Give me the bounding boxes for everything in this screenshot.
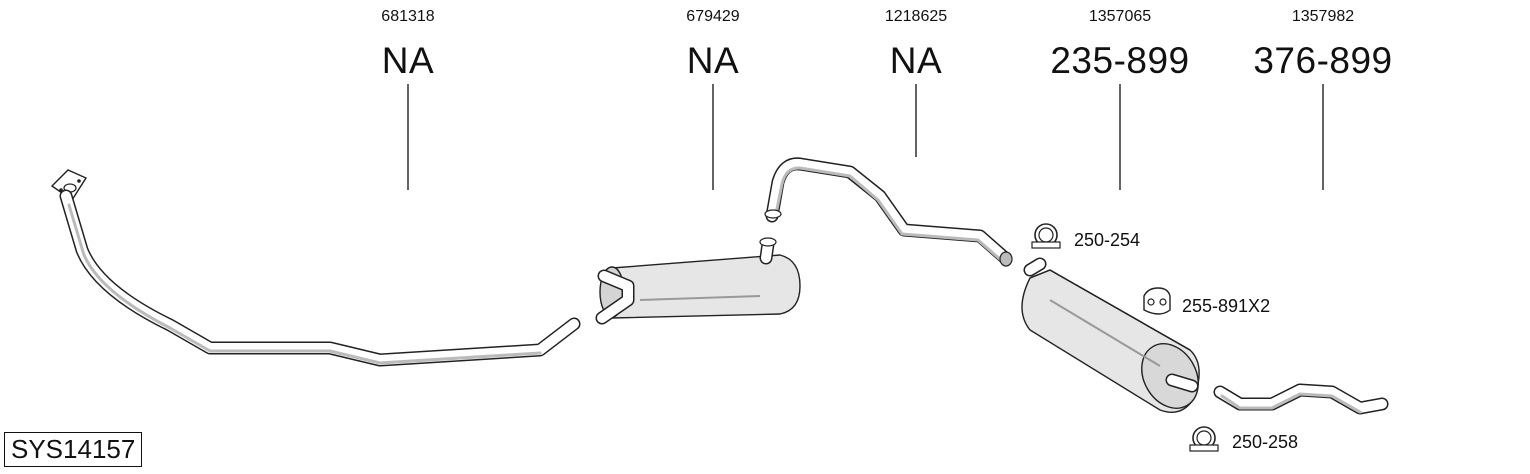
part-number-front-pipe[interactable]: NA	[381, 40, 435, 81]
accessory-label-rubber-mount[interactable]: 255-891X2	[1182, 296, 1271, 316]
rubber-mount-icon[interactable]	[1143, 287, 1171, 315]
clamp-icon[interactable]	[1031, 223, 1061, 249]
oe-number-intermediate-pipe: 1218625	[884, 8, 948, 25]
system-code: SYS14157	[4, 432, 143, 467]
tail-pipe-drawing[interactable]	[1213, 383, 1389, 415]
middle-silencer-drawing[interactable]	[595, 237, 801, 325]
accessory-label-clamp-lower[interactable]: 250-258	[1232, 432, 1299, 452]
oe-number-middle-silencer: 679429	[686, 8, 740, 25]
oe-number-rear-silencer: 1357065	[1088, 8, 1152, 25]
leader-lines	[407, 84, 1324, 190]
part-number-intermediate-pipe[interactable]: NA	[889, 40, 943, 81]
part-number-tail-pipe[interactable]: 376-899	[1253, 40, 1393, 81]
part-number-rear-silencer[interactable]: 235-899	[1050, 40, 1190, 81]
oe-number-tail-pipe: 1357982	[1291, 8, 1355, 25]
clamp-icon[interactable]	[1189, 426, 1219, 452]
part-number-middle-silencer[interactable]: NA	[686, 40, 740, 81]
intermediate-pipe-drawing[interactable]	[764, 157, 1013, 267]
oe-number-front-pipe: 681318	[381, 8, 435, 25]
accessory-label-clamp-upper[interactable]: 250-254	[1074, 230, 1141, 250]
rear-silencer-drawing[interactable]	[1021, 257, 1210, 418]
front-pipe-drawing[interactable]	[50, 169, 581, 367]
